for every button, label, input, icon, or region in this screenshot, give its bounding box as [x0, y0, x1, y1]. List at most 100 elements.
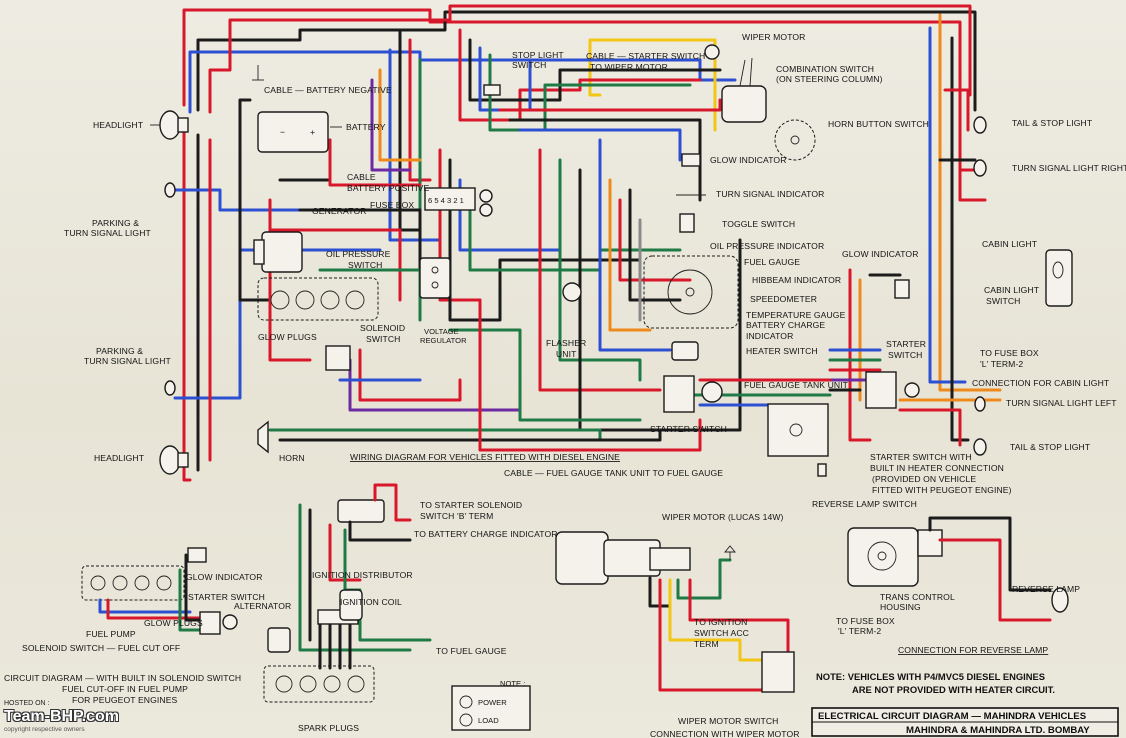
instrument-cluster	[643, 255, 739, 329]
turn-signal-light-right	[973, 159, 987, 177]
engine-block	[257, 277, 379, 321]
label-starter-heater-2: BUILT IN HEATER CONNECTION	[870, 463, 1004, 473]
label-fuel-pump: FUEL PUMP	[86, 629, 136, 639]
label-starter-heater-3: (PROVIDED ON VEHICLE	[872, 474, 976, 484]
label-to-ignition-3: TERM	[694, 639, 719, 649]
label-note-power: POWER	[478, 698, 507, 707]
label-wiper-motor-lucas: WIPER MOTOR (LUCAS 14W)	[662, 512, 784, 522]
label-fuse-box-l-term-1: TO FUSE BOX	[980, 348, 1039, 358]
tail-stop-light-bottom	[973, 438, 987, 456]
label-glow-plugs: GLOW PLUGS	[258, 332, 317, 342]
label-glow-indicator-bl: GLOW INDICATOR	[186, 572, 263, 582]
glow-indicator-right	[894, 279, 910, 299]
label-alternator: ALTERNATOR	[234, 601, 291, 611]
glow-indicator-mid	[681, 153, 701, 167]
flasher-unit	[562, 282, 582, 302]
wiper-motor-top	[704, 44, 720, 60]
label-note-text-2: ARE NOT PROVIDED WITH HEATER CIRCUIT.	[852, 684, 1055, 695]
label-wiper-motor-switch: WIPER MOTOR SWITCH	[678, 716, 778, 726]
label-connection-wiper-motor: CONNECTION WITH WIPER MOTOR	[650, 729, 800, 738]
headlight-bottom	[159, 445, 189, 475]
label-cable-fuel-gauge: CABLE — FUEL GAUGE TANK UNIT TO FUEL GAU…	[504, 468, 723, 478]
label-horn-button-switch: HORN BUTTON SWITCH	[828, 119, 929, 129]
combination-switch	[721, 57, 767, 123]
horn-button-switch	[774, 119, 816, 161]
label-ignition-distributor: IGNITION DISTRIBUTOR	[312, 570, 413, 580]
hosted-watermark: HOSTED ON : Team-BHP.com copyright respe…	[4, 700, 200, 736]
cabin-light	[1045, 249, 1073, 307]
label-fuse-box-l-term-2: 'L' TERM-2	[980, 359, 1023, 369]
toggle-switch	[679, 213, 695, 233]
label-connection-cabin-light: CONNECTION FOR CABIN LIGHT	[972, 378, 1110, 388]
label-to-fuel-gauge: TO FUEL GAUGE	[436, 646, 507, 656]
label-wiper-motor-top: WIPER MOTOR	[742, 32, 805, 42]
watermark-hosted-on: HOSTED ON :	[4, 700, 50, 707]
label-voltage-regulator-2: REGULATOR	[420, 336, 467, 345]
label-cabin-light-switch-1: CABIN LIGHT	[984, 285, 1040, 295]
label-cable-battery-negative: CABLE — BATTERY NEGATIVE	[264, 85, 392, 95]
label-starter-switch-right-2: SWITCH	[888, 350, 923, 360]
label-cable-starter-wiper-2: TO WIPER MOTOR	[590, 62, 668, 72]
label-connection-reverse-lamp: CONNECTION FOR REVERSE LAMP	[898, 645, 1048, 655]
label-reverse-lamp-switch: REVERSE LAMP SWITCH	[812, 499, 917, 509]
title-line-1: ELECTRICAL CIRCUIT DIAGRAM — MAHINDRA VE…	[818, 711, 1087, 722]
ground-symbol	[252, 65, 264, 81]
stop-light-switch	[483, 84, 501, 96]
label-circuit-caption-1: CIRCUIT DIAGRAM — WITH BUILT IN SOLENOID…	[4, 673, 241, 683]
label-wiring-diagram-title: WIRING DIAGRAM FOR VEHICLES FITTED WITH …	[350, 452, 620, 462]
voltage-regulator	[419, 257, 451, 299]
svg-text:6 5 4 3 2 1: 6 5 4 3 2 1	[428, 196, 464, 205]
label-cable-starter-wiper-1: CABLE — STARTER SWITCH	[586, 51, 705, 61]
label-turn-signal-left: TURN SIGNAL LIGHT LEFT	[1006, 398, 1117, 408]
label-ignition-coil: IGNITION COIL	[340, 597, 402, 607]
label-parking-turn-bottom-1: PARKING &	[96, 346, 143, 356]
svg-text:+: +	[310, 127, 315, 137]
label-starter-heater-1: STARTER SWITCH WITH	[870, 452, 972, 462]
right-harness-wires	[688, 158, 1002, 447]
label-voltage-regulator-1: VOLTAGE	[424, 327, 459, 336]
label-cabin-light: CABIN LIGHT	[982, 239, 1038, 249]
heater-switch	[671, 341, 699, 361]
label-oil-pressure-switch-2: SWITCH	[348, 260, 383, 270]
label-heater-switch: HEATER SWITCH	[746, 346, 818, 356]
label-starter-switch-bl: STARTER SWITCH	[188, 592, 265, 602]
label-glow-indicator-mid: GLOW INDICATOR	[710, 155, 787, 165]
label-parking-turn-top-1: PARKING &	[92, 218, 139, 228]
reverse-lamp-section	[847, 516, 1069, 622]
label-solenoid-switch-1: SOLENOID	[360, 323, 405, 333]
label-glow-indicator-right: GLOW INDICATOR	[842, 249, 919, 259]
label-battery-charge-1: BATTERY CHARGE	[746, 320, 825, 330]
label-speedometer: SPEEDOMETER	[750, 294, 817, 304]
label-flasher-unit-1: FLASHER	[546, 338, 586, 348]
wiper-motor-lucas	[555, 531, 795, 693]
parking-light-top	[164, 182, 176, 198]
label-battery: BATTERY	[346, 122, 386, 132]
label-tail-stop-bottom: TAIL & STOP LIGHT	[1010, 442, 1091, 452]
label-starter-heater-4: FITTED WITH PEUGEOT ENGINE)	[872, 485, 1012, 495]
label-to-starter-solenoid-1: TO STARTER SOLENOID	[420, 500, 522, 510]
label-cable-positive-2: BATTERY POSITIVE	[347, 183, 429, 193]
label-headlight-bottom: HEADLIGHT	[94, 453, 145, 463]
label-combination-switch-1: COMBINATION SWITCH	[776, 64, 874, 74]
label-toggle-switch: TOGGLE SWITCH	[722, 219, 795, 229]
label-to-battery-charge: TO BATTERY CHARGE INDICATOR	[414, 529, 558, 539]
glow-plug-block-bl	[81, 547, 238, 635]
label-starter-switch-right-1: STARTER	[886, 339, 926, 349]
solenoid-switch	[325, 345, 351, 371]
label-to-ignition-1: TO IGNITION	[694, 617, 747, 627]
label-to-ignition-2: SWITCH ACC	[694, 628, 749, 638]
label-note-load: LOAD	[478, 716, 499, 725]
starter-switch-mid	[663, 375, 723, 413]
label-trans-housing-2: HOUSING	[880, 602, 921, 612]
label-generator: GENERATOR	[312, 206, 367, 216]
label-stop-light-switch-1: STOP LIGHT	[512, 50, 564, 60]
note-box	[451, 685, 531, 731]
label-cabin-light-switch-2: SWITCH	[986, 296, 1021, 306]
label-headlight-top: HEADLIGHT	[93, 120, 144, 130]
headlight-top	[150, 110, 189, 140]
watermark-copyright: copyright respective owners	[4, 726, 85, 733]
label-reverse-lamp: REVERSE LAMP	[1012, 584, 1080, 594]
label-note-heading: NOTE :	[500, 679, 525, 688]
label-fuse-box-l-term2-1: TO FUSE BOX	[836, 616, 895, 626]
